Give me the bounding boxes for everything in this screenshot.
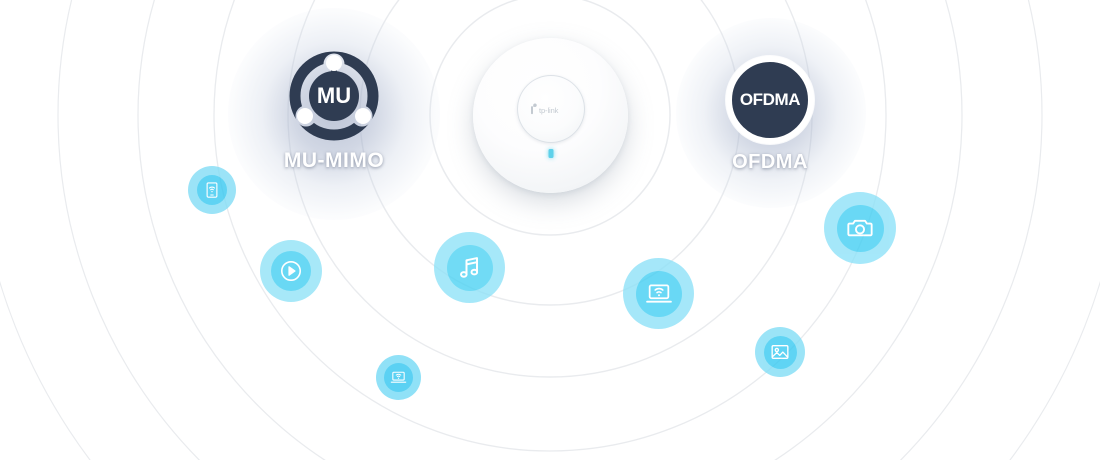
client-music-core <box>446 244 493 291</box>
client-music <box>434 232 505 303</box>
client-laptop-center <box>623 258 694 329</box>
client-laptop-center-core <box>635 270 682 317</box>
laptop-wifi-icon <box>390 369 407 386</box>
client-video-player-core <box>271 251 311 291</box>
photo-image-icon <box>770 342 790 362</box>
mu-mimo-node-icon: MU <box>289 51 379 141</box>
tp-link-wordmark: tp-link <box>539 106 559 115</box>
play-circle-icon <box>279 259 303 283</box>
ofdma-badge: OFDMA <box>726 56 814 144</box>
client-tablet-top-left <box>188 166 236 214</box>
ofdma-badge-text: OFDMA <box>739 90 801 109</box>
client-camera-core <box>836 204 884 252</box>
ofdma-caption: OFDMA <box>732 151 808 173</box>
mu-mimo-badge: MU <box>288 50 380 142</box>
status-led <box>548 149 553 158</box>
access-point: tp-link <box>473 38 628 193</box>
laptop-wifi-icon <box>645 280 673 308</box>
client-photo-core <box>763 335 797 369</box>
music-note-icon <box>456 254 484 282</box>
client-laptop-bottom-core <box>384 363 413 392</box>
mu-mimo-badge-text: MU <box>317 83 351 108</box>
client-laptop-bottom <box>376 355 421 400</box>
access-point-inner-ring: tp-link <box>516 75 585 144</box>
client-video-player <box>260 240 322 302</box>
tp-link-logo-icon: tp-link <box>530 103 559 115</box>
feature-mu-mimo: MU MU-MIMO <box>258 50 410 173</box>
feature-ofdma: OFDMA OFDMA <box>700 56 840 174</box>
tablet-wifi-icon <box>203 181 221 199</box>
mu-mimo-caption: MU-MIMO <box>283 149 385 172</box>
client-tablet-top-left-core <box>197 175 227 205</box>
camera-icon <box>846 214 874 242</box>
client-camera <box>824 192 896 264</box>
client-photo <box>755 327 805 377</box>
